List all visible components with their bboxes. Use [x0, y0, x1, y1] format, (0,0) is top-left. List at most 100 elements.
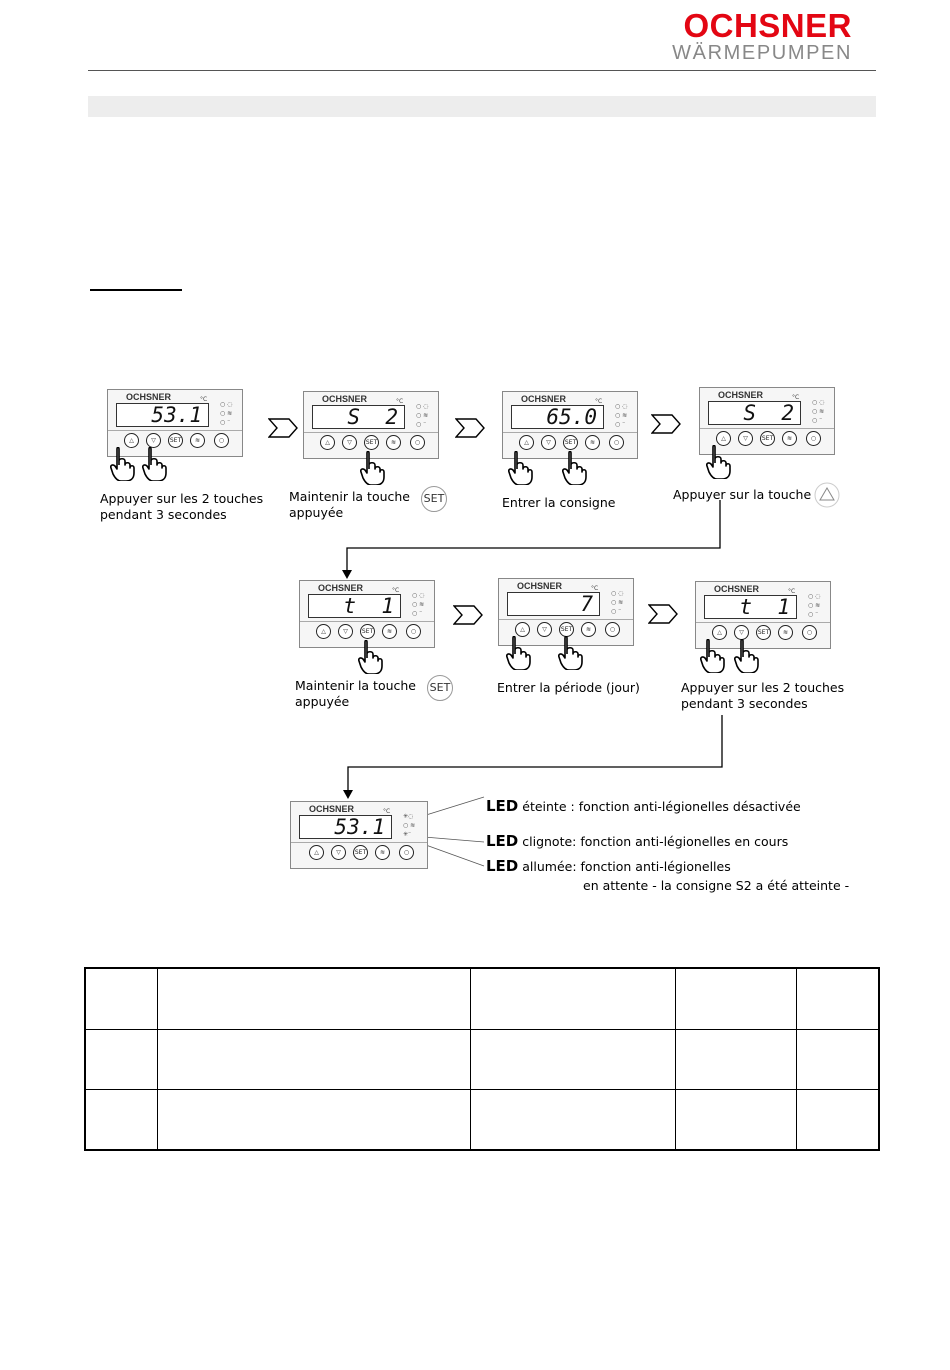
hand-pointer-icon [558, 636, 583, 670]
down-button[interactable]: ▽ [734, 625, 749, 640]
heat-button[interactable]: ≋ [190, 433, 205, 448]
hand-pointer-icon [506, 636, 531, 670]
power-button[interactable]: ○ [806, 431, 821, 446]
up-key-icon [814, 482, 840, 508]
down-button[interactable]: ▽ [541, 435, 556, 450]
heat-button[interactable]: ≋ [375, 845, 390, 860]
display-value: t 1 [739, 595, 790, 619]
button-row: △ ▽ SET ≋ ○ [318, 435, 428, 451]
display-value: 53.1 [334, 815, 385, 839]
led-state: clignote [522, 834, 573, 849]
chevron-right-icon [453, 605, 483, 625]
heat-button[interactable]: ≋ [382, 624, 397, 639]
led-text: : fonction anti-légionelles [572, 859, 731, 874]
set-button[interactable]: SET [364, 435, 379, 450]
table-cell [84, 967, 158, 1030]
controller-display: 53.1 [299, 815, 392, 839]
down-button[interactable]: ▽ [342, 435, 357, 450]
down-button[interactable]: ▽ [537, 622, 552, 637]
step-caption: Maintenir la touche appuyée [289, 489, 411, 520]
power-button[interactable]: ○ [410, 435, 425, 450]
unit-label: °C [200, 396, 208, 403]
table-cell [674, 967, 797, 1030]
set-button[interactable]: SET [360, 624, 375, 639]
set-button[interactable]: SET [559, 622, 574, 637]
up-button[interactable]: △ [124, 433, 139, 448]
panel-divider [300, 621, 434, 622]
controller-8: OCHSNER °C 53.1 ✳◌○ ≋✳⁻ △ ▽ SET ≋ ○ [290, 801, 428, 869]
led-legend-on: LED allumée: fonction anti-légionelles [486, 857, 731, 875]
chevron-right-icon [651, 414, 681, 434]
status-leds: ○ ◌○ ≋○ ⁻ [611, 590, 624, 615]
button-row: △ ▽ SET ≋ ○ [714, 431, 824, 447]
table-cell [84, 1028, 158, 1090]
heat-button[interactable]: ≋ [782, 431, 797, 446]
power-button[interactable]: ○ [214, 433, 229, 448]
power-button[interactable]: ○ [605, 622, 620, 637]
table-cell [84, 1088, 158, 1151]
down-button[interactable]: ▽ [331, 845, 346, 860]
heat-button[interactable]: ≋ [581, 622, 596, 637]
status-leds: ○ ◌○ ≋○ ⁻ [412, 592, 425, 617]
controller-display: t 1 [704, 595, 797, 619]
set-button[interactable]: SET [756, 625, 771, 640]
status-leds: ○ ◌○ ≋○ ⁻ [416, 403, 429, 428]
up-button[interactable]: △ [320, 435, 335, 450]
hand-pointer-icon [562, 451, 587, 485]
table-cell [469, 967, 676, 1030]
table-cell [795, 1028, 880, 1090]
set-button[interactable]: SET [563, 435, 578, 450]
controller-5: OCHSNER °C t 1 ○ ◌○ ≋○ ⁻ △ ▽ SET ≋ ○ [299, 580, 435, 648]
button-row: △ ▽ SET ≋ ○ [513, 622, 623, 638]
up-button[interactable]: △ [515, 622, 530, 637]
power-button[interactable]: ○ [406, 624, 421, 639]
down-button[interactable]: ▽ [338, 624, 353, 639]
controller-brand: OCHSNER [126, 392, 172, 402]
up-button[interactable]: △ [316, 624, 331, 639]
up-button[interactable]: △ [309, 845, 324, 860]
controller-7: OCHSNER °C t 1 ○ ◌○ ≋○ ⁻ △ ▽ SET ≋ ○ [695, 581, 831, 649]
controller-display: 7 [507, 592, 600, 616]
button-row: △ ▽ SET ≋ ○ [517, 435, 627, 451]
down-button[interactable]: ▽ [738, 431, 753, 446]
heat-button[interactable]: ≋ [386, 435, 401, 450]
heat-button[interactable]: ≋ [585, 435, 600, 450]
display-value: 7 [580, 592, 593, 616]
led-text: : fonction anti-légionelles désactivée [570, 799, 801, 814]
empty-table [84, 967, 880, 1151]
set-button[interactable]: SET [353, 845, 368, 860]
hand-pointer-icon [706, 445, 731, 479]
up-button[interactable]: △ [519, 435, 534, 450]
status-leds: ○ ◌○ ≋○ ⁻ [220, 401, 233, 426]
controller-brand: OCHSNER [718, 390, 764, 400]
power-button[interactable]: ○ [399, 845, 414, 860]
controller-brand: OCHSNER [309, 804, 355, 814]
led-tag: LED [486, 797, 519, 815]
down-button[interactable]: ▽ [146, 433, 161, 448]
hand-pointer-icon [358, 640, 383, 674]
up-button[interactable]: △ [712, 625, 727, 640]
controller-brand: OCHSNER [318, 583, 364, 593]
power-button[interactable]: ○ [802, 625, 817, 640]
controller-brand: OCHSNER [714, 584, 760, 594]
controller-6: OCHSNER °C 7 ○ ◌○ ≋○ ⁻ △ ▽ SET ≋ ○ [498, 578, 634, 646]
button-row: △ ▽ SET ≋ ○ [305, 845, 415, 861]
status-leds: ○ ◌○ ≋○ ⁻ [808, 593, 821, 618]
table-cell [156, 1088, 471, 1151]
led-state: allumée [522, 859, 573, 874]
controller-display: 53.1 [116, 403, 209, 427]
panel-divider [503, 432, 637, 433]
set-button[interactable]: SET [760, 431, 775, 446]
controller-1: OCHSNER °C 53.1 ○ ◌○ ≋○ ⁻ △ ▽ SET ≋ ○ [107, 389, 243, 457]
display-value: S 2 [743, 401, 794, 425]
power-button[interactable]: ○ [609, 435, 624, 450]
up-button[interactable]: △ [716, 431, 731, 446]
set-button[interactable]: SET [168, 433, 183, 448]
table-cell [674, 1028, 797, 1090]
set-key-icon: SET [421, 486, 447, 512]
led-legend-note: en attente - la consigne S2 a été attein… [583, 878, 850, 893]
panel-divider [499, 619, 633, 620]
table-cell [795, 967, 880, 1030]
panel-divider [291, 842, 427, 843]
heat-button[interactable]: ≋ [778, 625, 793, 640]
